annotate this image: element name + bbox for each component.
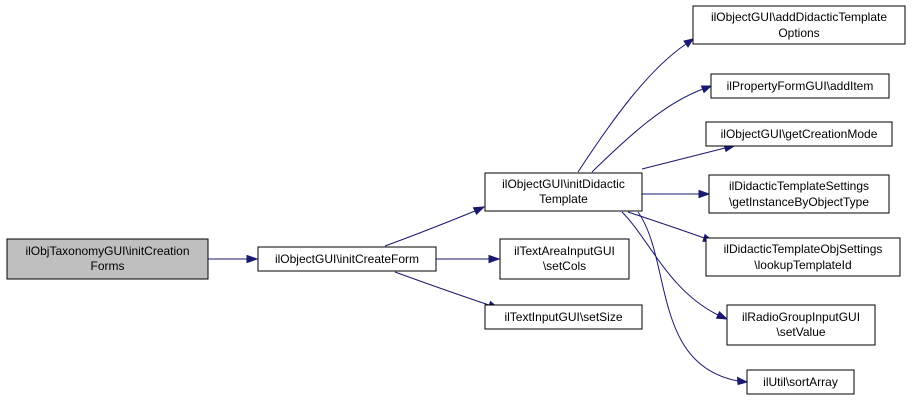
edge-init-create-form-to-init-didactic-template (384, 206, 486, 247)
node-sort-array[interactable]: ilUtil\sortArray (746, 369, 855, 395)
edge-init-create-form-to-textarea-set-cols (436, 254, 501, 264)
edge-didactic-to-add-item (591, 85, 713, 173)
node-root-line-1: ilObjTaxonomyGUI\initCreation (25, 244, 189, 258)
node-textarea-set-cols[interactable]: ilTextAreaInputGUI \setCols (499, 238, 630, 280)
node-init-didactic-template-line-1: ilObjectGUI\initDidactic (502, 177, 625, 191)
node-textinput-set-size-label: ilTextInputGUI\setSize (504, 310, 622, 324)
node-add-didactic-template-options-line-2: Options (778, 26, 819, 40)
node-get-instance-by-object-type[interactable]: ilDidacticTemplateSettings \getInstanceB… (708, 174, 890, 214)
node-textarea-set-cols-line-2: \setCols (543, 259, 586, 273)
node-radio-set-value-line-2: \setValue (776, 325, 825, 339)
edge-root-to-init-create-form (208, 254, 259, 264)
node-root-line-2: Forms (91, 259, 125, 273)
node-get-creation-mode-label: ilObjectGUI\getCreationMode (721, 127, 878, 141)
edge-didactic-to-get-creation-mode (641, 143, 736, 170)
node-get-instance-by-object-type-line-1: ilDidacticTemplateSettings (729, 179, 869, 193)
node-add-didactic-template-options-line-1: ilObjectGUI\addDidacticTemplate (711, 10, 887, 24)
node-lookup-template-id-line-2: \lookupTemplateId (754, 258, 851, 272)
node-textinput-set-size[interactable]: ilTextInputGUI\setSize (484, 304, 643, 330)
node-radio-set-value-line-1: ilRadioGroupInputGUI (742, 310, 860, 324)
node-radio-set-value[interactable]: ilRadioGroupInputGUI \setValue (726, 304, 876, 346)
node-init-create-form-label: ilObjectGUI\initCreateForm (275, 252, 419, 266)
node-init-didactic-template[interactable]: ilObjectGUI\initDidactic Template (484, 172, 643, 212)
node-lookup-template-id[interactable]: ilDidacticTemplateObjSettings \lookupTem… (705, 237, 901, 277)
node-get-creation-mode[interactable]: ilObjectGUI\getCreationMode (705, 121, 893, 147)
node-textarea-set-cols-line-1: ilTextAreaInputGUI (514, 244, 615, 258)
edge-didactic-to-radio-set-value (621, 211, 729, 320)
node-root[interactable]: ilObjTaxonomyGUI\initCreation Forms (6, 238, 209, 280)
node-lookup-template-id-line-1: ilDidacticTemplateObjSettings (724, 242, 883, 256)
edge-didactic-to-add-didactic-template-options (577, 38, 695, 173)
node-init-didactic-template-line-2: Template (539, 192, 588, 206)
edge-didactic-to-sort-array (637, 211, 749, 386)
edge-init-create-form-to-textinput-set-size (394, 271, 500, 309)
edge-didactic-to-get-instance-by-object-type (642, 189, 711, 199)
node-add-item[interactable]: ilPropertyFormGUI\addItem (710, 73, 890, 99)
node-sort-array-label: ilUtil\sortArray (763, 375, 838, 389)
node-add-didactic-template-options[interactable]: ilObjectGUI\addDidacticTemplate Options (692, 5, 906, 45)
node-add-item-label: ilPropertyFormGUI\addItem (727, 79, 874, 93)
node-get-instance-by-object-type-line-2: \getInstanceByObjectType (729, 195, 869, 209)
node-init-create-form[interactable]: ilObjectGUI\initCreateForm (257, 246, 437, 272)
